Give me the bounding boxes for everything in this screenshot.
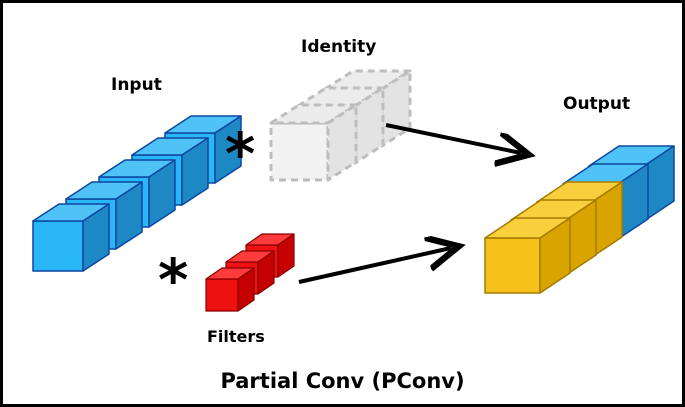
identity-label: Identity — [301, 37, 377, 57]
cube-face — [214, 115, 242, 184]
cube-face — [326, 103, 358, 182]
filter-cubes — [205, 233, 295, 312]
cube-face — [269, 121, 330, 182]
asterisk-icon: * — [225, 120, 256, 188]
input-tensor — [32, 115, 242, 272]
arrow-filters-to-output — [298, 248, 451, 284]
cube-face — [277, 233, 295, 278]
input-label: Input — [111, 75, 162, 95]
cube-face — [32, 220, 84, 272]
output-label: Output — [563, 94, 631, 114]
cube-face — [257, 250, 275, 295]
cube-face — [205, 278, 239, 312]
asterisk-icon: * — [158, 246, 189, 314]
pconv-diagram — [32, 69, 675, 312]
arrow-identity-to-output — [385, 123, 521, 153]
cube-face — [148, 159, 176, 228]
cube-face — [181, 137, 209, 206]
output-tensor — [484, 145, 675, 294]
cube-face — [484, 237, 541, 294]
cube-face — [82, 203, 110, 272]
cube-face — [353, 86, 385, 165]
cube-face — [237, 267, 255, 312]
filters-label: Filters — [207, 327, 265, 346]
cube-face — [115, 181, 143, 250]
diagram-caption: Partial Conv (PConv) — [220, 369, 465, 393]
identity-cubes — [269, 69, 412, 182]
cube-face — [539, 217, 571, 294]
